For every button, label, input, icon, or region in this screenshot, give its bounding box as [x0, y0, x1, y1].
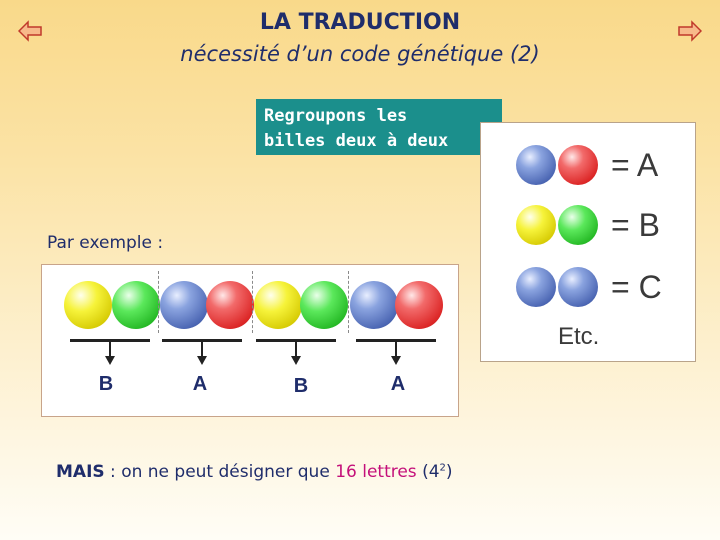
footer-text: : on ne peut désigner que: [104, 462, 336, 482]
legend-etc: Etc.: [558, 323, 600, 350]
blue-ball: [350, 281, 398, 329]
pair-arrow: [256, 339, 336, 365]
footer-paren-close: ): [445, 462, 453, 482]
footer-note: MAIS : on ne peut désigner que 16 lettre…: [56, 462, 453, 482]
blue-ball: [516, 267, 556, 307]
pair-arrow: [356, 339, 436, 365]
pair-letter-3: B: [293, 375, 309, 397]
previous-slide-arrow-icon[interactable]: [18, 20, 42, 42]
pair-letter-1: B: [98, 373, 114, 395]
blue-ball: [516, 145, 556, 185]
legend-eq-c: = C: [611, 269, 662, 305]
green-ball: [112, 281, 160, 329]
blue-ball: [160, 281, 208, 329]
pair-letter-2: A: [192, 373, 208, 395]
footer-highlight: 16 lettres: [335, 462, 417, 482]
slide-subtitle: nécessité d’un code génétique (2): [180, 42, 540, 66]
callout-box: Regroupons les billes deux à deux: [256, 99, 502, 155]
slide-title: LA TRADUCTION: [259, 10, 461, 35]
example-label: Par exemple :: [47, 233, 164, 253]
red-ball: [558, 145, 598, 185]
green-ball: [558, 205, 598, 245]
pair-letter-4: A: [390, 373, 406, 395]
pair-divider: [158, 271, 159, 333]
example-panel: B A B A: [41, 264, 459, 417]
footer-paren-open: (4: [416, 462, 440, 482]
pair-divider: [348, 271, 349, 333]
pair-divider: [252, 271, 253, 333]
red-ball: [206, 281, 254, 329]
callout-line-1: Regroupons les: [264, 106, 408, 126]
pair-arrow: [70, 339, 150, 365]
green-ball: [300, 281, 348, 329]
callout-line-2: billes deux à deux: [264, 131, 449, 151]
yellow-ball: [254, 281, 302, 329]
legend-panel: = A = B = C Etc.: [480, 122, 696, 362]
footer-mais: MAIS: [56, 462, 105, 482]
legend-eq-a: = A: [611, 147, 659, 183]
yellow-ball: [516, 205, 556, 245]
footer-exponent: 2: [439, 462, 446, 474]
pair-arrow: [162, 339, 242, 365]
next-slide-arrow-icon[interactable]: [678, 20, 702, 42]
legend-eq-b: = B: [611, 207, 660, 243]
red-ball: [395, 281, 443, 329]
blue-ball: [558, 267, 598, 307]
yellow-ball: [64, 281, 112, 329]
